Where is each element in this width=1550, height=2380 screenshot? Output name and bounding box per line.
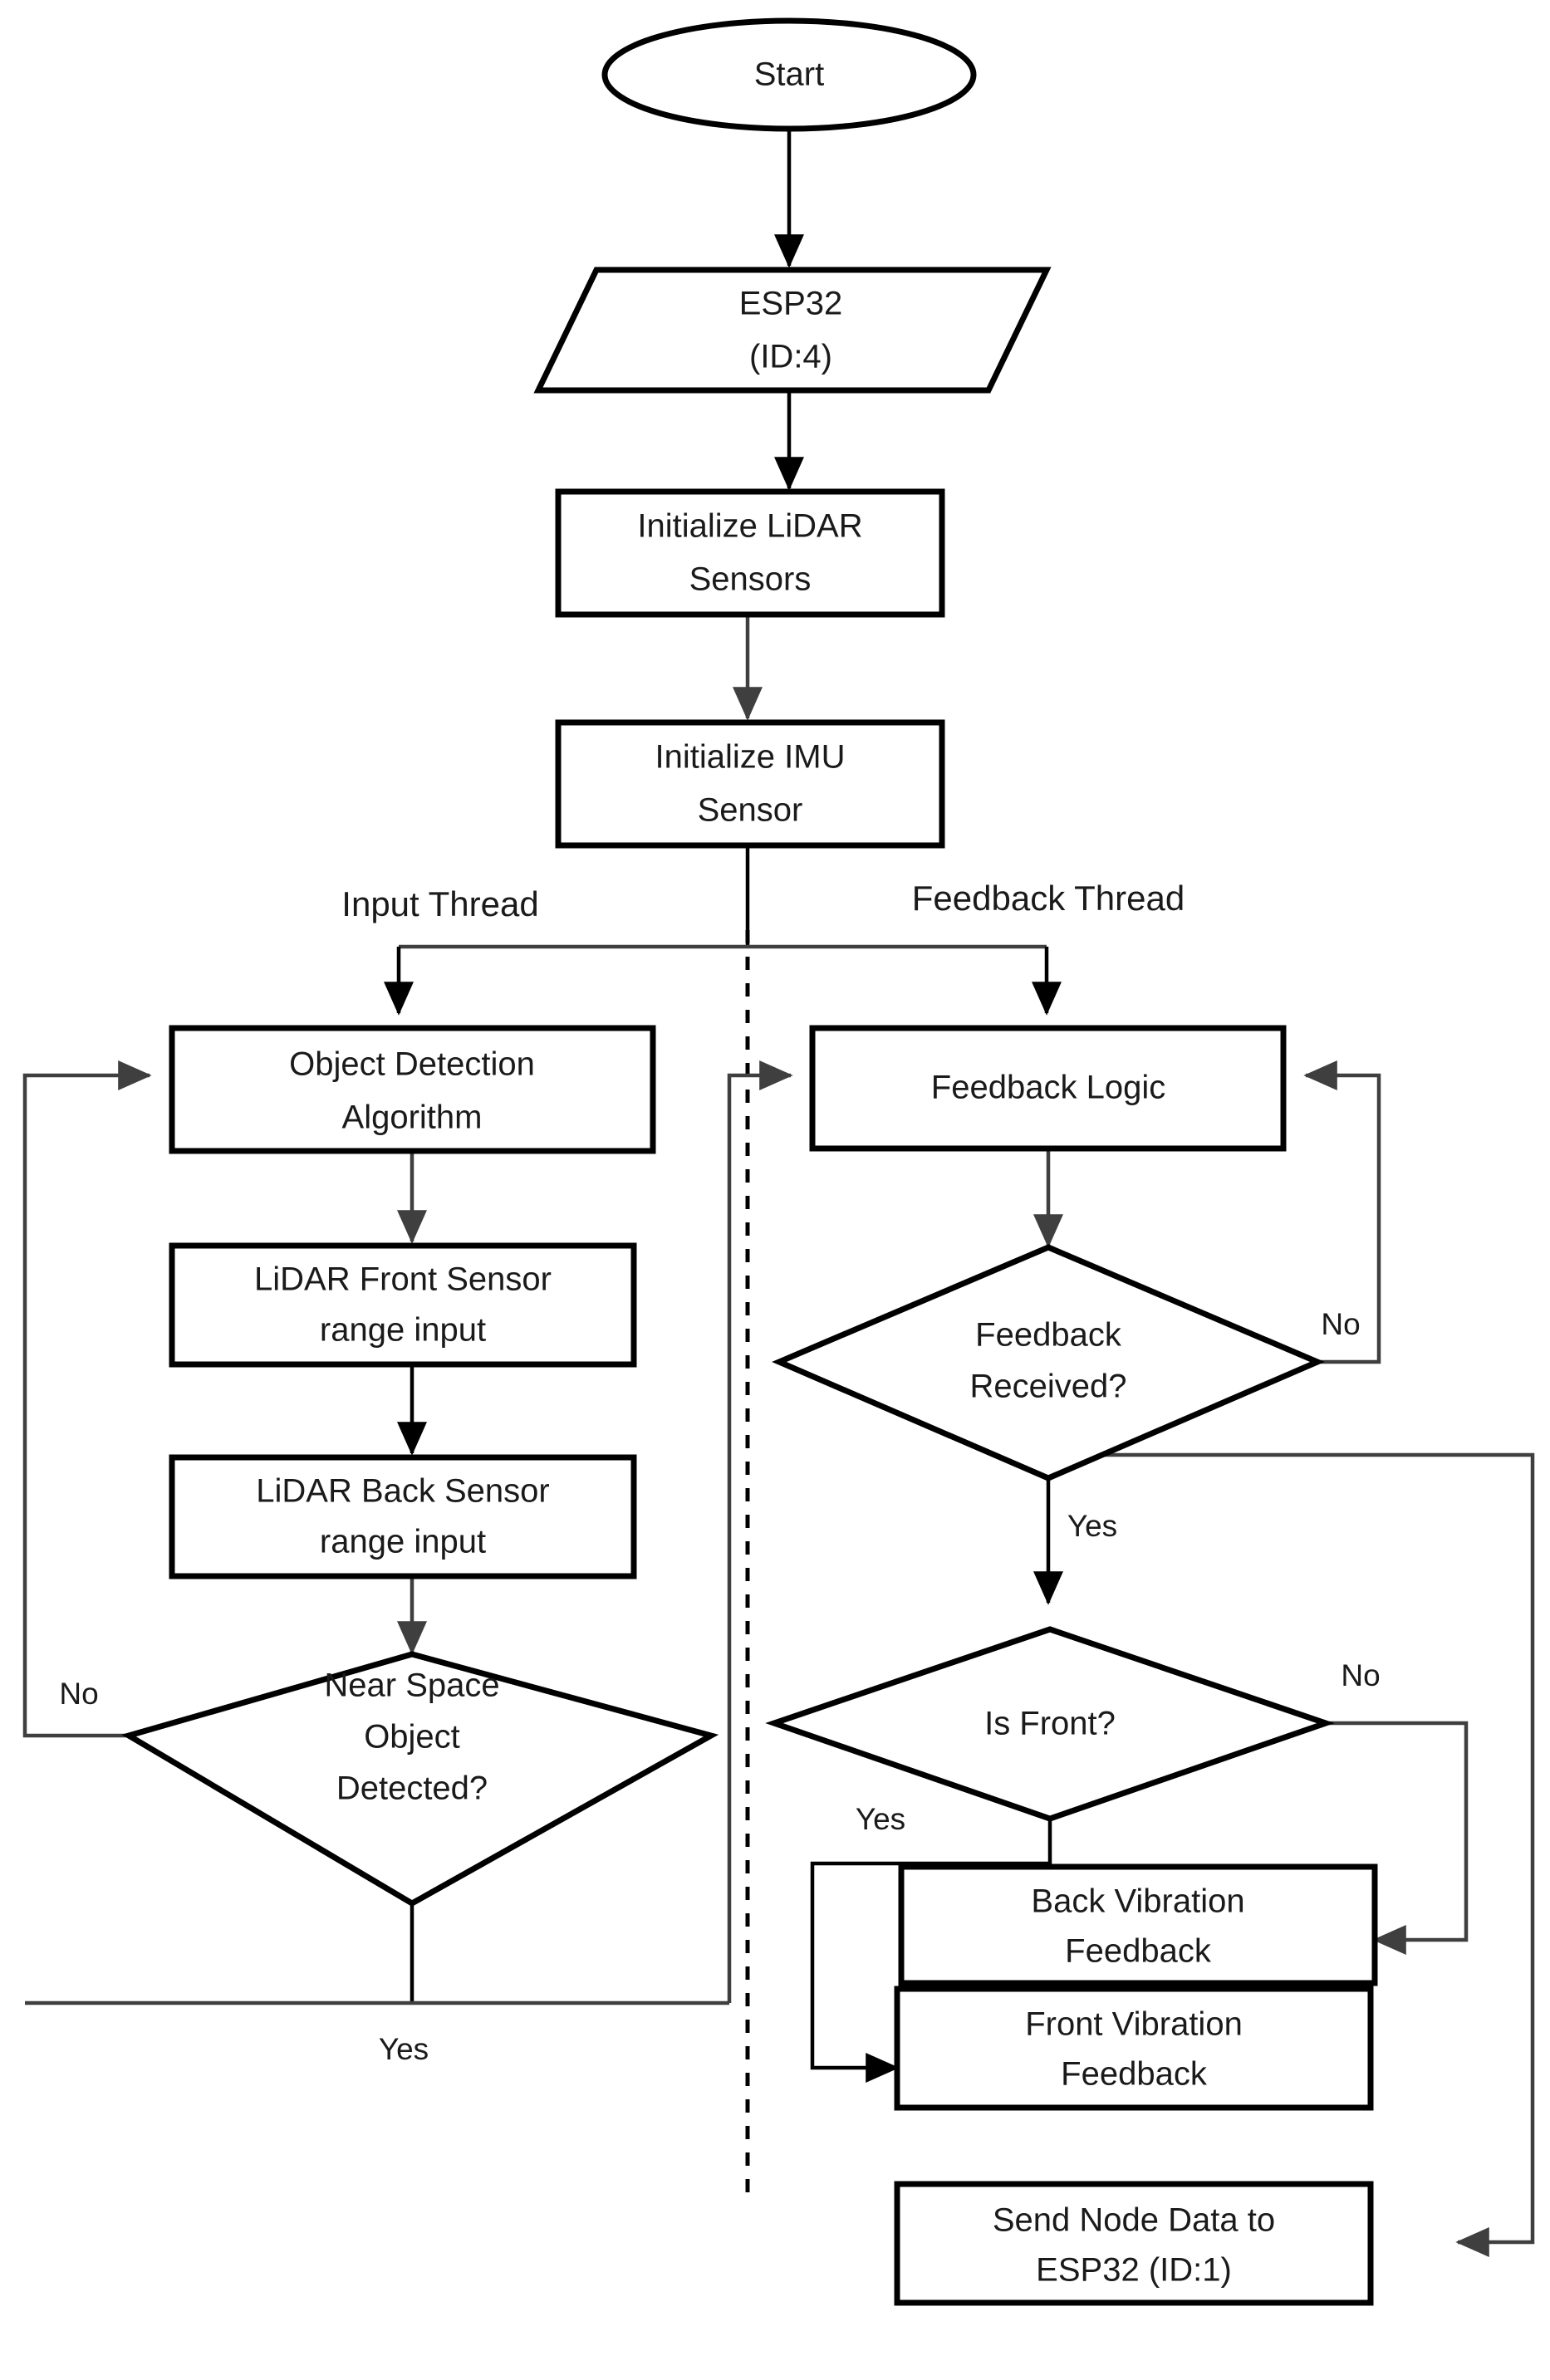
label-input-thread: Input Thread	[341, 884, 538, 923]
node-front-vibration-line1: Front Vibration	[1025, 2006, 1243, 2043]
node-object-detection-line1: Object Detection	[289, 1046, 535, 1083]
node-is-front: Is Front?	[765, 1626, 1335, 1822]
edge-label-is-front-yes: Yes	[856, 1802, 905, 1836]
connector-feedback-yes-to-send-node-data	[1048, 1452, 1535, 2257]
node-lidar-front: LiDAR Front Sensor range input	[169, 1242, 637, 1368]
node-init-lidar-line1: Initialize LiDAR	[637, 508, 862, 545]
node-lidar-front-line1: LiDAR Front Sensor	[254, 1261, 552, 1298]
node-object-detection-line2: Algorithm	[342, 1099, 483, 1136]
node-init-lidar: Initialize LiDAR Sensors	[555, 488, 945, 618]
node-init-imu: Initialize IMU Sensor	[555, 719, 945, 849]
node-init-lidar-line2: Sensors	[689, 561, 812, 598]
node-near-space-line2: Object	[364, 1719, 460, 1756]
node-start-label: Start	[754, 56, 824, 93]
node-esp32-input-line1: ESP32	[739, 286, 843, 322]
connector-yes-riser-to-feedback-logic	[727, 1060, 793, 2003]
node-front-vibration-line2: Feedback	[1061, 2056, 1208, 2093]
node-near-space-line3: Detected?	[336, 1770, 488, 1807]
node-start: Start	[601, 17, 977, 132]
node-object-detection: Object Detection Algorithm	[169, 1025, 656, 1154]
connector-near-space-no-loop	[22, 1060, 152, 1738]
node-feedback-logic: Feedback Logic	[809, 1025, 1287, 1152]
node-lidar-front-line2: range input	[320, 1312, 486, 1349]
edge-label-near-space-no: No	[59, 1677, 98, 1711]
edge-label-near-space-yes: Yes	[379, 2032, 429, 2066]
edge-label-feedback-received-yes: Yes	[1067, 1509, 1117, 1543]
node-feedback-received-line2: Received?	[969, 1369, 1126, 1405]
label-feedback-thread: Feedback Thread	[912, 879, 1185, 918]
node-esp32-input: ESP32 (ID:4)	[533, 267, 1052, 394]
node-is-front-line1: Is Front?	[984, 1706, 1116, 1742]
node-send-node-data-line2: ESP32 (ID:1)	[1036, 2252, 1232, 2289]
node-lidar-back: LiDAR Back Sensor range input	[169, 1454, 637, 1579]
node-near-space: Near Space Object Detected?	[121, 1651, 719, 1907]
node-send-node-data-line1: Send Node Data to	[993, 2202, 1275, 2239]
node-feedback-logic-line1: Feedback Logic	[931, 1070, 1165, 1106]
node-feedback-received: Feedback Received?	[772, 1244, 1325, 1481]
node-lidar-back-line1: LiDAR Back Sensor	[256, 1473, 549, 1510]
node-init-imu-line2: Sensor	[698, 792, 803, 829]
node-feedback-received-line1: Feedback	[975, 1317, 1122, 1354]
connector-is-front-yes-to-front-vibration	[810, 1819, 1052, 2083]
connector-feedback-received-no-loop	[1303, 1060, 1381, 1364]
node-esp32-input-line2: (ID:4)	[749, 339, 832, 375]
connector-is-front-no-to-back-vibration	[1326, 1721, 1469, 1955]
edge-label-feedback-received-no: No	[1321, 1307, 1360, 1341]
node-near-space-line1: Near Space	[324, 1667, 499, 1704]
node-back-vibration-line1: Back Vibration	[1031, 1883, 1244, 1920]
node-init-imu-line1: Initialize IMU	[655, 739, 846, 776]
node-send-node-data: Send Node Data to ESP32 (ID:1)	[894, 2181, 1374, 2306]
node-back-vibration-line2: Feedback	[1065, 1933, 1212, 1970]
node-back-vibration: Back Vibration Feedback	[898, 1863, 1378, 1986]
edge-label-is-front-no: No	[1341, 1658, 1380, 1692]
node-front-vibration: Front Vibration Feedback	[894, 1986, 1374, 2111]
node-lidar-back-line2: range input	[320, 1524, 486, 1560]
